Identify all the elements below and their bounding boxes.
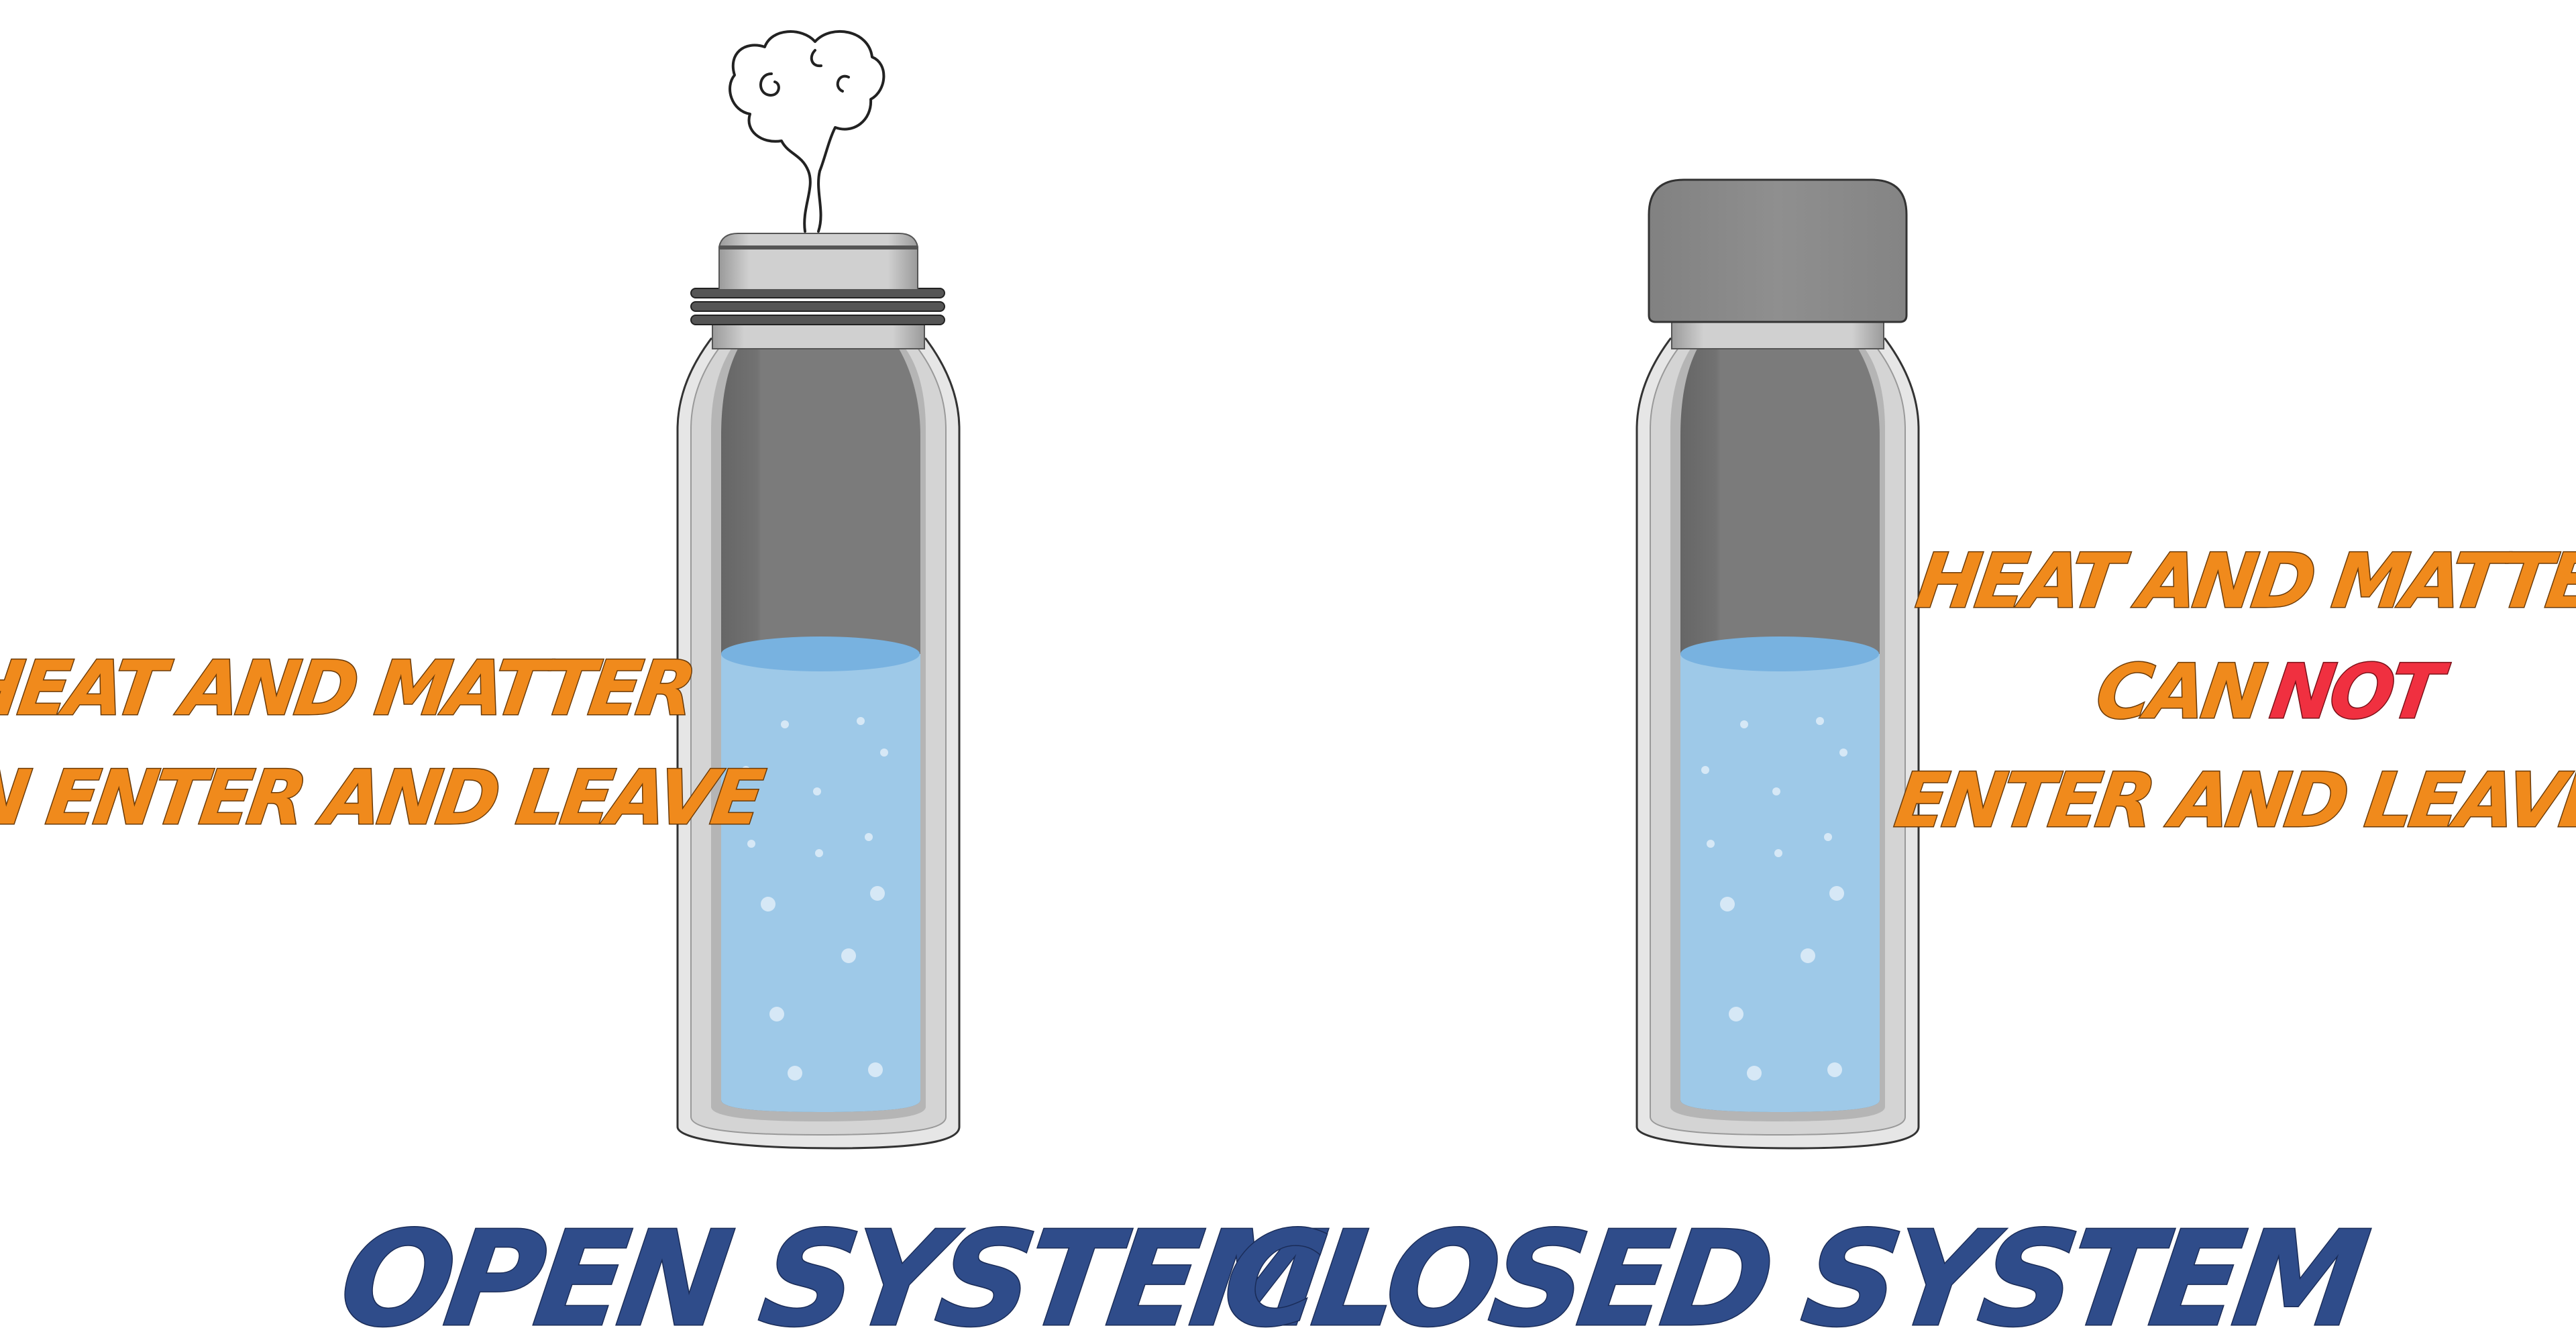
bubble-icon <box>1701 717 1847 1081</box>
closed-caption-line2: CAN NOT <box>2091 649 2453 736</box>
water-surface <box>1680 637 1879 671</box>
open-caption-line1: HEAT AND MATTER <box>0 645 698 732</box>
closed-caption-line3: ENTER AND LEAVE <box>1890 757 2576 844</box>
water <box>1680 654 1880 1112</box>
open-system-caption: HEAT AND MATTER CAN ENTER AND LEAVE <box>0 644 770 842</box>
open-system-bottle <box>676 30 961 1150</box>
closed-caption-line1: HEAT AND MATTER <box>1911 538 2576 625</box>
bottle-threads <box>690 288 945 325</box>
closed-system-caption: HEAT AND MATTER CAN NOT ENTER AND LEAVE <box>1889 537 2576 845</box>
open-caption-line2: CAN ENTER AND LEAVE <box>0 755 769 842</box>
closed-caption-can: CAN <box>2091 649 2270 736</box>
steam-cloud-icon <box>729 30 885 233</box>
bottle-cap <box>1648 178 1908 323</box>
water <box>721 654 920 1112</box>
water-surface <box>721 637 920 671</box>
bubble-icon <box>742 717 888 1081</box>
closed-system-bottle <box>1635 178 1920 1150</box>
open-system-title: OPEN SYSTEM <box>331 1203 1332 1328</box>
closed-system-title: CLOSED SYSTEM <box>1214 1203 2374 1328</box>
closed-caption-not: NOT <box>2265 649 2453 736</box>
titles: OPEN SYSTEM CLOSED SYSTEM <box>331 1202 2375 1328</box>
